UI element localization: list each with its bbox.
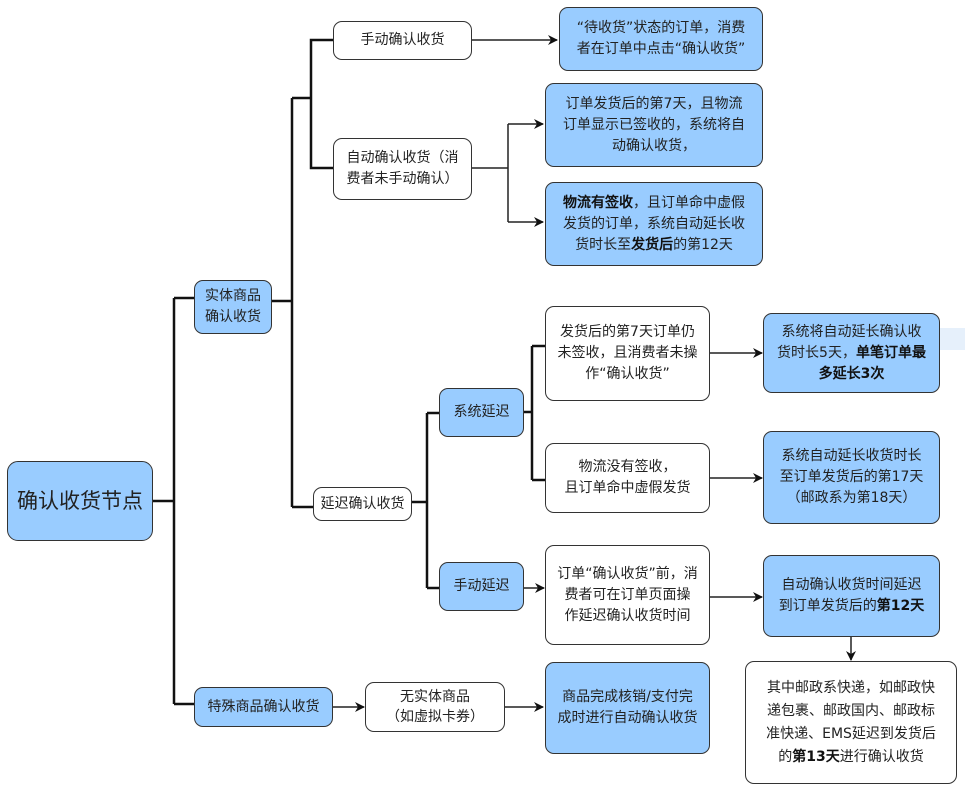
note-line: 递包裹、邮政国内、邮政标 bbox=[767, 702, 935, 719]
manual-delay-result-node[interactable]: 自动确认收货时间延迟 到订单发货后的第12天 bbox=[763, 555, 940, 637]
result-line: （邮政系为第18天） bbox=[786, 490, 917, 506]
emphasis-text: 多延长3次 bbox=[818, 365, 885, 382]
auto-confirm-label-line: 费者未手动确认） bbox=[346, 171, 459, 187]
system-delay-node[interactable]: 系统延迟 bbox=[439, 388, 524, 437]
manual-delay-case-node[interactable]: 订单“确认收货”前，消 费者可在订单页面操 作延迟确认收货时间 bbox=[545, 545, 710, 645]
emphasis-text: 物流有签收 bbox=[563, 194, 633, 211]
case-line: 费者可在订单页面操 bbox=[564, 586, 691, 603]
emphasis-text: 第13天 bbox=[792, 748, 840, 765]
case-line: 物流没有签收， bbox=[578, 459, 677, 475]
result-line: “待收货”状态的订单，消费 bbox=[576, 20, 746, 36]
manual-confirm-result-node[interactable]: “待收货”状态的订单，消费 者在订单中点击“确认收货” bbox=[559, 7, 763, 71]
case-line: （如虚拟卡券） bbox=[386, 709, 484, 725]
auto-confirm-node[interactable]: 自动确认收货（消 费者未手动确认） bbox=[333, 138, 472, 200]
physical-label-line: 确认收货 bbox=[205, 309, 261, 325]
result-line: 者在订单中点击“确认收货” bbox=[576, 41, 746, 57]
connector-physical-trunk bbox=[272, 38, 333, 509]
manual-delay-node[interactable]: 手动延迟 bbox=[439, 562, 524, 611]
system-delay-result-a-node[interactable]: 系统将自动延长确认收 货时长5天，单笔订单最 多延长3次 bbox=[763, 313, 940, 393]
emphasis-text: 发货后 bbox=[631, 236, 674, 253]
result-line: 成时进行自动确认收货 bbox=[557, 710, 698, 726]
root-node[interactable]: 确认收货节点 bbox=[7, 461, 153, 541]
special-goods-label: 特殊商品确认收货 bbox=[207, 698, 320, 715]
result-line: 至订单发货后的第17天 bbox=[779, 469, 924, 485]
delay-confirm-label: 延迟确认收货 bbox=[320, 495, 405, 512]
note-line: 其中邮政系快递，如邮政快 bbox=[767, 679, 935, 696]
emphasis-text: 第12天 bbox=[876, 598, 925, 614]
result-text: ，且订单命中虚假 bbox=[633, 194, 745, 211]
system-delay-case-b-node[interactable]: 物流没有签收， 且订单命中虚假发货 bbox=[545, 443, 710, 513]
manual-confirm-node[interactable]: 手动确认收货 bbox=[333, 21, 472, 60]
result-line: 订单发货后的第7天，且物流 bbox=[565, 95, 743, 112]
delay-confirm-node[interactable]: 延迟确认收货 bbox=[313, 487, 412, 521]
case-line: 且订单命中虚假发货 bbox=[564, 480, 691, 496]
result-text: 的第12天 bbox=[673, 236, 733, 253]
manual-confirm-label: 手动确认收货 bbox=[360, 32, 445, 48]
result-text: 货时长5天， bbox=[777, 344, 856, 361]
result-line: 系统将自动延长确认收 bbox=[781, 323, 922, 340]
connector-root-trunk bbox=[153, 296, 194, 706]
result-text: 到订单发货后的 bbox=[778, 598, 877, 614]
note-text: 进行确认收货 bbox=[839, 748, 924, 765]
system-delay-label: 系统延迟 bbox=[453, 404, 510, 420]
note-line: 准快递、EMS延迟到发货后 bbox=[766, 725, 936, 742]
physical-label-line: 实体商品 bbox=[205, 288, 261, 304]
special-result-node[interactable]: 商品完成核销/支付完 成时进行自动确认收货 bbox=[545, 662, 710, 754]
manual-delay-label: 手动延迟 bbox=[453, 578, 510, 594]
case-line: 作延迟确认收货时间 bbox=[564, 607, 691, 624]
special-case-node[interactable]: 无实体商品 （如虚拟卡券） bbox=[365, 682, 505, 732]
auto-confirm-result-b-node[interactable]: 物流有签收，且订单命中虚假 发货的订单，系统自动延长收 货时长至发货后的第12天 bbox=[545, 182, 763, 266]
auto-confirm-result-a-node[interactable]: 订单发货后的第7天，且物流 订单显示已签收的，系统将自 动确认收货， bbox=[545, 83, 763, 167]
case-line: 订单“确认收货”前，消 bbox=[557, 565, 698, 582]
auto-confirm-label-line: 自动确认收货（消 bbox=[346, 150, 459, 166]
case-line: 未签收，且消费者未操 bbox=[557, 345, 698, 361]
case-line: 作“确认收货” bbox=[585, 366, 670, 382]
result-line: 商品完成核销/支付完 bbox=[562, 689, 693, 705]
system-delay-case-a-node[interactable]: 发货后的第7天订单仍 未签收，且消费者未操 作“确认收货” bbox=[545, 306, 710, 401]
result-line: 订单显示已签收的，系统将自 bbox=[563, 116, 745, 133]
result-line: 发货的订单，系统自动延长收 bbox=[563, 215, 745, 232]
postal-note-node[interactable]: 其中邮政系快递，如邮政快 递包裹、邮政国内、邮政标 准快递、EMS延迟到发货后 … bbox=[745, 661, 957, 784]
physical-goods-node[interactable]: 实体商品 确认收货 bbox=[194, 280, 272, 334]
result-line: 系统自动延长收货时长 bbox=[781, 448, 922, 464]
connector-system-trunk bbox=[524, 344, 545, 482]
root-label: 确认收货节点 bbox=[17, 488, 143, 513]
case-line: 发货后的第7天订单仍 bbox=[560, 324, 695, 340]
emphasis-text: 单笔订单最 bbox=[855, 344, 926, 361]
result-text: 货时长至 bbox=[575, 236, 632, 253]
connector-delay-trunk bbox=[412, 411, 439, 590]
result-line: 自动确认收货时间延迟 bbox=[781, 577, 922, 593]
result-line: 动确认收货， bbox=[612, 137, 696, 154]
case-line: 无实体商品 bbox=[400, 689, 470, 705]
note-text: 的 bbox=[778, 748, 793, 765]
special-goods-node[interactable]: 特殊商品确认收货 bbox=[194, 687, 333, 727]
arrow-auto-branch bbox=[472, 124, 509, 222]
system-delay-result-b-node[interactable]: 系统自动延长收货时长 至订单发货后的第17天 （邮政系为第18天） bbox=[763, 431, 940, 524]
